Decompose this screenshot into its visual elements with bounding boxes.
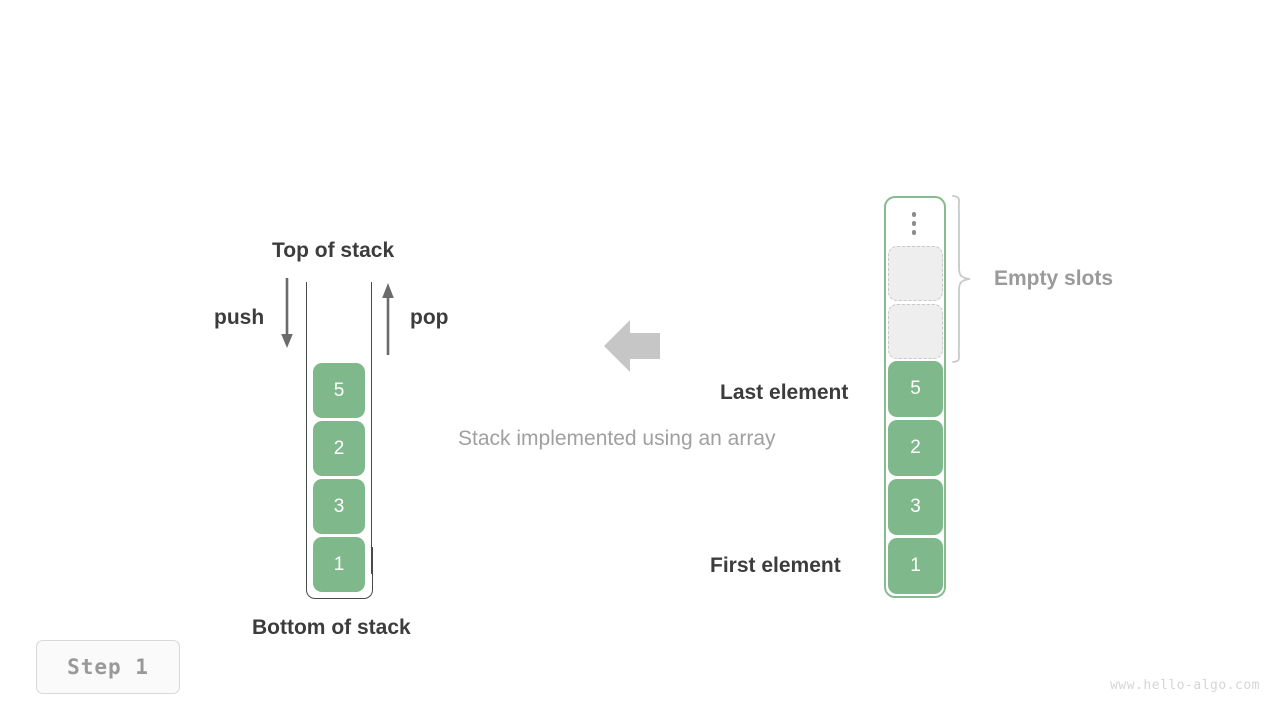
stack-wall-right <box>371 282 373 574</box>
left-stack-diagram: Top of stack push pop 5 2 3 1 Bottom of … <box>214 239 449 639</box>
stack-cell-value: 3 <box>333 495 345 517</box>
curly-brace-icon <box>952 195 971 363</box>
bottom-of-stack-label: Bottom of stack <box>252 616 411 639</box>
empty-slot[interactable] <box>888 246 943 301</box>
push-arrow-icon <box>281 278 293 348</box>
pop-arrow-icon <box>382 283 394 355</box>
empty-slot[interactable] <box>888 304 943 359</box>
stack-bottom <box>306 547 374 599</box>
array-cell-value: 2 <box>910 437 921 458</box>
step-badge: Step 1 <box>36 640 180 694</box>
top-of-stack-label: Top of stack <box>272 239 395 262</box>
stack-cell-value: 5 <box>333 379 345 401</box>
stack-cell-value: 2 <box>333 437 345 459</box>
last-element-label: Last element <box>720 381 849 404</box>
array-cell-value: 1 <box>910 555 921 576</box>
stack-cell[interactable]: 5 <box>313 363 365 418</box>
pop-label: pop <box>410 306 449 329</box>
vertical-ellipsis-icon <box>908 212 920 236</box>
watermark: www.hello-algo.com <box>1110 678 1260 693</box>
ellipsis-dot <box>911 212 917 217</box>
array-cell[interactable]: 5 <box>888 361 943 417</box>
stack-wall-left <box>306 282 307 574</box>
arrow-left-icon <box>604 320 660 372</box>
array-cell[interactable]: 3 <box>888 479 943 535</box>
ellipsis-dot <box>911 220 917 226</box>
empty-slots-label: Empty slots <box>994 267 1114 290</box>
step-badge-label: Step 1 <box>67 655 149 679</box>
array-cell[interactable]: 1 <box>888 538 943 594</box>
stack-container <box>306 282 374 599</box>
array-cell-value: 3 <box>910 496 921 517</box>
array-cell[interactable]: 2 <box>888 420 943 476</box>
stack-cell[interactable]: 1 <box>313 537 365 592</box>
array-cell-value: 5 <box>910 378 921 399</box>
stack-cell[interactable]: 3 <box>313 479 365 534</box>
diagram-caption: Stack implemented using an array <box>458 427 776 450</box>
first-element-label: First element <box>710 554 841 577</box>
stack-cell-value: 1 <box>333 553 345 575</box>
push-label: push <box>214 306 265 329</box>
stack-cell[interactable]: 2 <box>313 421 365 476</box>
ellipsis-dot <box>911 229 917 235</box>
